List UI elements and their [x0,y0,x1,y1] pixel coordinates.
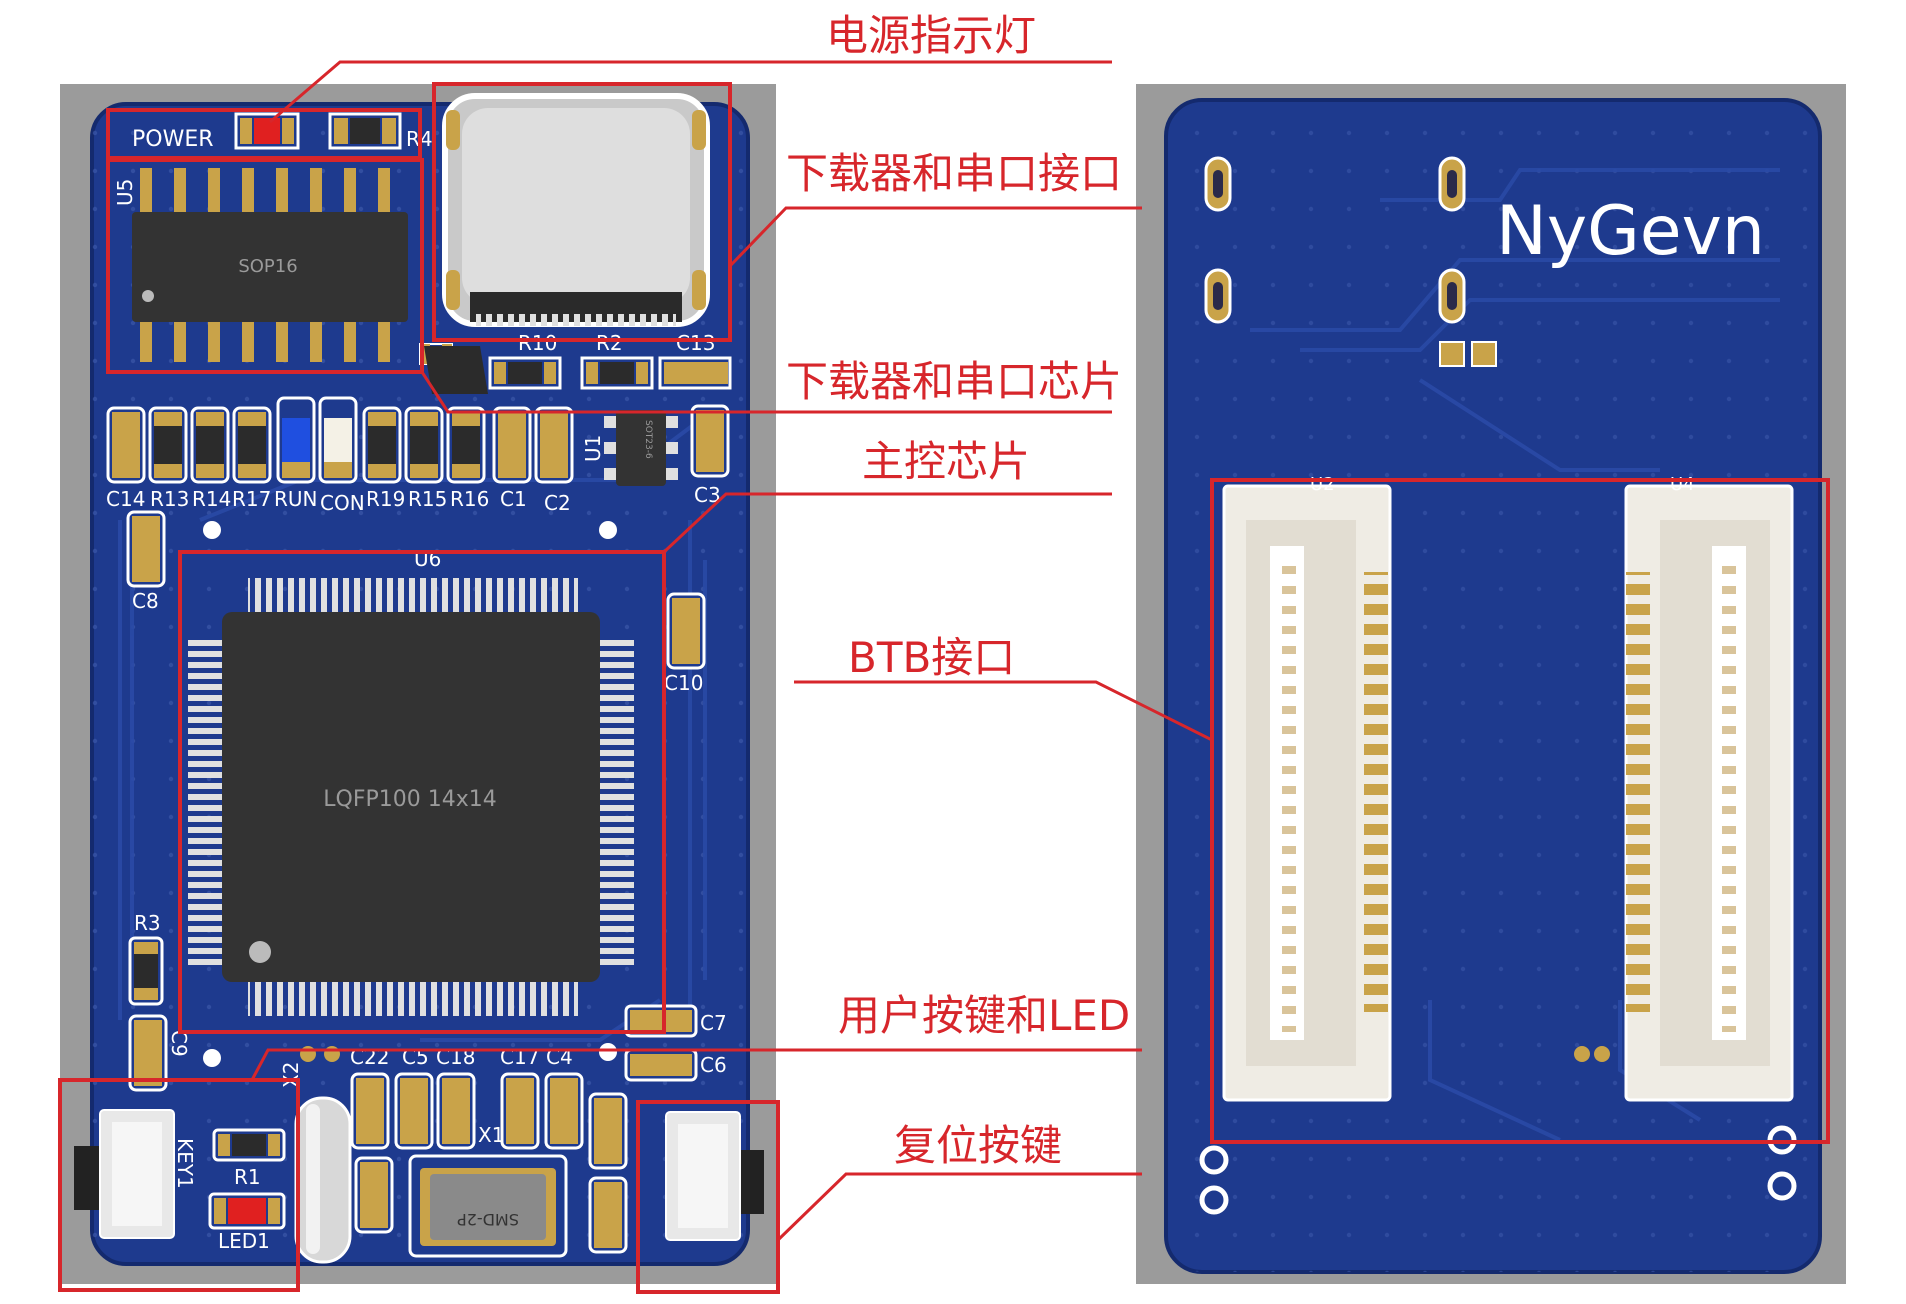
r10-designator: R10 [518,331,557,355]
u1-designator: U1 [581,435,605,462]
capacitor-group-x1 [354,1092,628,1254]
capacitor-row-lower [350,1072,584,1150]
callout-user-key-led: 用户按键和LED [838,991,1130,1040]
btb-connector-u2 [1222,484,1392,1102]
c14-designator: C14 [106,487,145,511]
led1-designator: LED1 [218,1229,270,1253]
user-led1 [208,1192,286,1230]
brand-logo-text: NyGevn [1496,192,1765,271]
r14-designator: R14 [192,487,231,511]
passive-row [106,396,574,484]
u5-designator: U5 [113,179,137,206]
c7-designator: C7 [700,1011,727,1035]
capacitor-c10 [666,592,706,670]
r3-designator: R3 [134,911,161,935]
c13-designator: C13 [676,331,715,355]
c9-designator: C9 [167,1030,191,1057]
callout-downloader-chip: 下载器和串口芯片 [786,357,1122,406]
u5-sop16-chip: SOP16 [132,168,408,362]
r2-designator: R2 [596,331,623,355]
crystal-x2 [294,1046,352,1264]
x1-chip-marking: SMD-2P [457,1210,519,1229]
usb-c-connector [442,93,710,327]
callout-leaders [250,60,1213,1242]
capacitor-c9 [128,1014,168,1092]
u2-designator: U2 [1310,474,1335,495]
c1-designator: C1 [500,487,527,511]
callout-btb-port: BTB接口 [848,633,1015,682]
callout-boxes [58,82,1830,1294]
reset-button [665,1111,764,1241]
u6-chip-marking: LQFP100 14x14 [323,787,497,812]
x1-designator: X1 [478,1123,504,1147]
u1-chip-marking: SOT23-6 [643,420,653,459]
front-board: POWER R4 SOP16 U5 [60,84,776,1284]
btb-connector-u4 [1624,484,1794,1102]
callout-main-chip: 主控芯片 [862,437,1030,486]
power-silk-label: POWER [132,127,214,152]
r17-designator: R17 [232,487,271,511]
c2-designator: C2 [544,491,571,515]
back-board: NyGevn U2 U4 [1136,84,1846,1284]
r13-designator: R13 [150,487,189,511]
capacitor-c3 [690,404,730,478]
passive-row-labels: C14 R13 R14 R17 RUN CON R19 R15 R16 C1 C… [106,487,571,515]
c6-designator: C6 [700,1053,727,1077]
crystal-x1: SMD-2P [408,1154,568,1258]
user-button-key1 [74,1109,175,1239]
r16-designator: R16 [450,487,489,511]
u6-lqfp100-chip: LQFP100 14x14 [188,578,634,1016]
protection-diode [424,346,488,394]
resistor-r1 [212,1128,286,1162]
power-led [234,112,300,150]
resistor-r3 [128,936,164,1006]
capacitor-c8 [126,510,166,588]
callout-downloader-port: 下载器和串口接口 [786,149,1122,198]
callout-power-led: 电源指示灯 [826,11,1036,60]
resistor-r4 [328,112,402,150]
callout-reset-key: 复位按键 [894,1121,1062,1170]
c8-designator: C8 [132,589,159,613]
con-led-label: CON [320,491,365,515]
u5-chip-marking: SOP16 [238,256,297,277]
key1-designator: KEY1 [173,1138,197,1189]
mounting-holes [1199,1125,1797,1215]
r15-designator: R15 [408,487,447,511]
c10-designator: C10 [664,671,703,695]
u1-chip: SOT23-6 [604,410,678,486]
r1-designator: R1 [234,1165,261,1189]
u4-designator: U4 [1670,474,1695,495]
r19-designator: R19 [366,487,405,511]
run-led-label: RUN [274,487,318,511]
